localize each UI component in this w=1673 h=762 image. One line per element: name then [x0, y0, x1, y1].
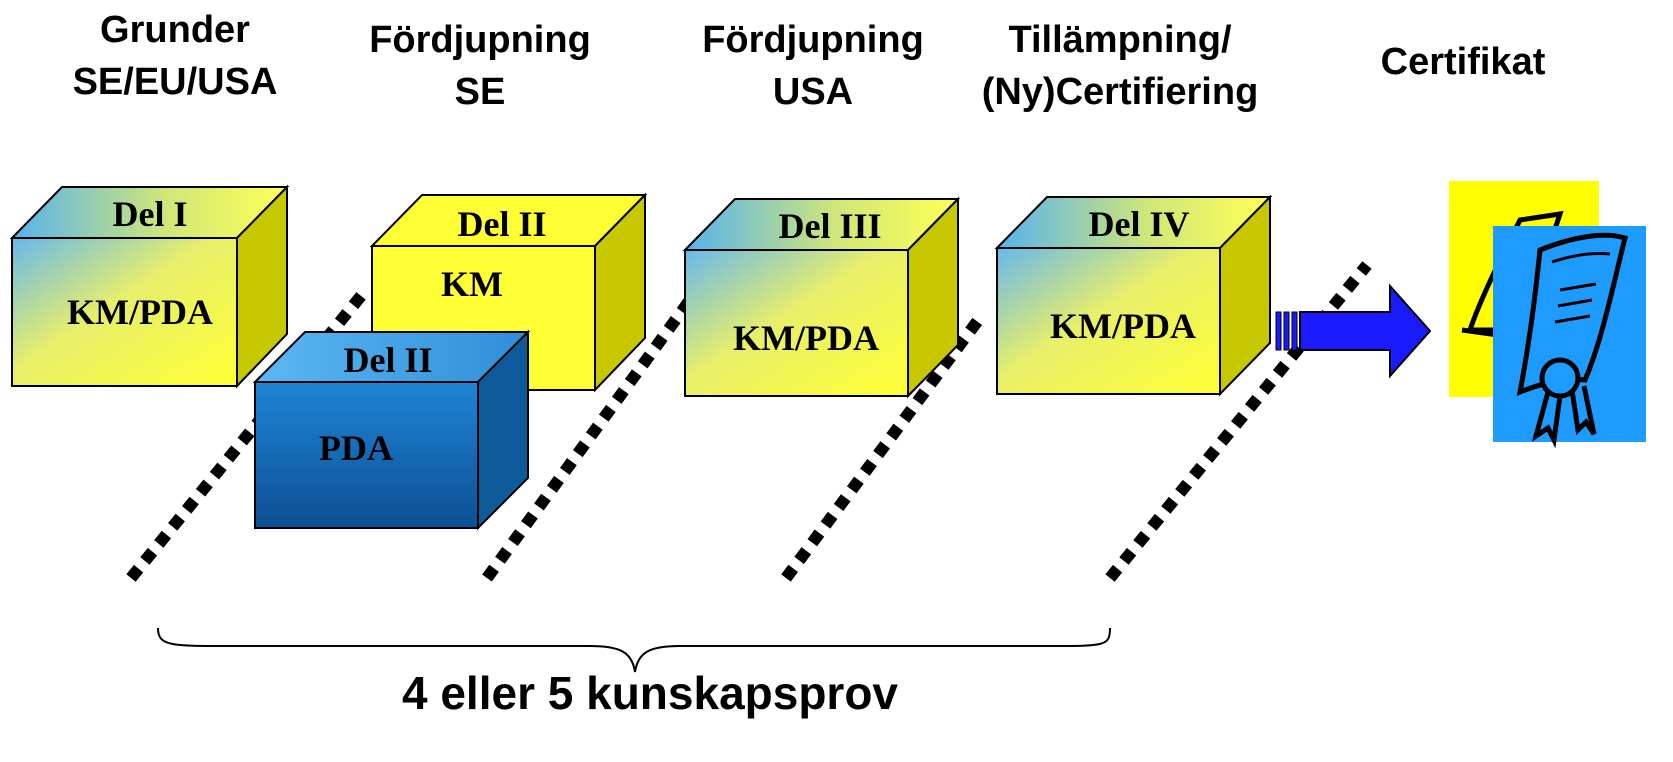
- column-header-certifikat: Certifikat: [1380, 41, 1546, 83]
- box-del2-km-title: Del II: [458, 204, 547, 244]
- brace: [157, 627, 1111, 673]
- box-del3-title: Del III: [778, 206, 881, 246]
- box-del4-body: KM/PDA: [1050, 306, 1196, 346]
- box-del1-body: KM/PDA: [67, 292, 213, 332]
- box-del3: Del III KM/PDA: [682, 196, 961, 399]
- box-del2-pda-title: Del II: [344, 340, 433, 380]
- box-del2-pda-body: PDA: [319, 428, 393, 468]
- box-del4: Del IV KM/PDA: [994, 194, 1273, 397]
- separator-2: [482, 296, 695, 582]
- box-del3-body: KM/PDA: [733, 318, 879, 358]
- box-del4-title: Del IV: [1089, 204, 1190, 244]
- separator-3: [781, 311, 987, 582]
- column-header-fordjupning-usa: Fördjupning USA: [702, 19, 924, 113]
- certificate-icon: [1449, 181, 1646, 449]
- column-header-fordjupning-se: Fördjupning SE: [369, 19, 591, 113]
- footer-label: 4 eller 5 kunskapsprov: [401, 667, 899, 719]
- box-del1-title: Del I: [113, 194, 188, 234]
- column-header-grunder: Grunder SE/EU/USA: [72, 9, 278, 103]
- column-header-tillampning: Tillämpning/ (Ny)Certifiering: [981, 19, 1259, 113]
- box-del2-km-body: KM: [441, 264, 503, 304]
- arrow-right-icon: [1275, 283, 1432, 379]
- box-del1: Del I KM/PDA: [9, 184, 290, 389]
- box-del2-pda: Del II PDA: [252, 329, 531, 531]
